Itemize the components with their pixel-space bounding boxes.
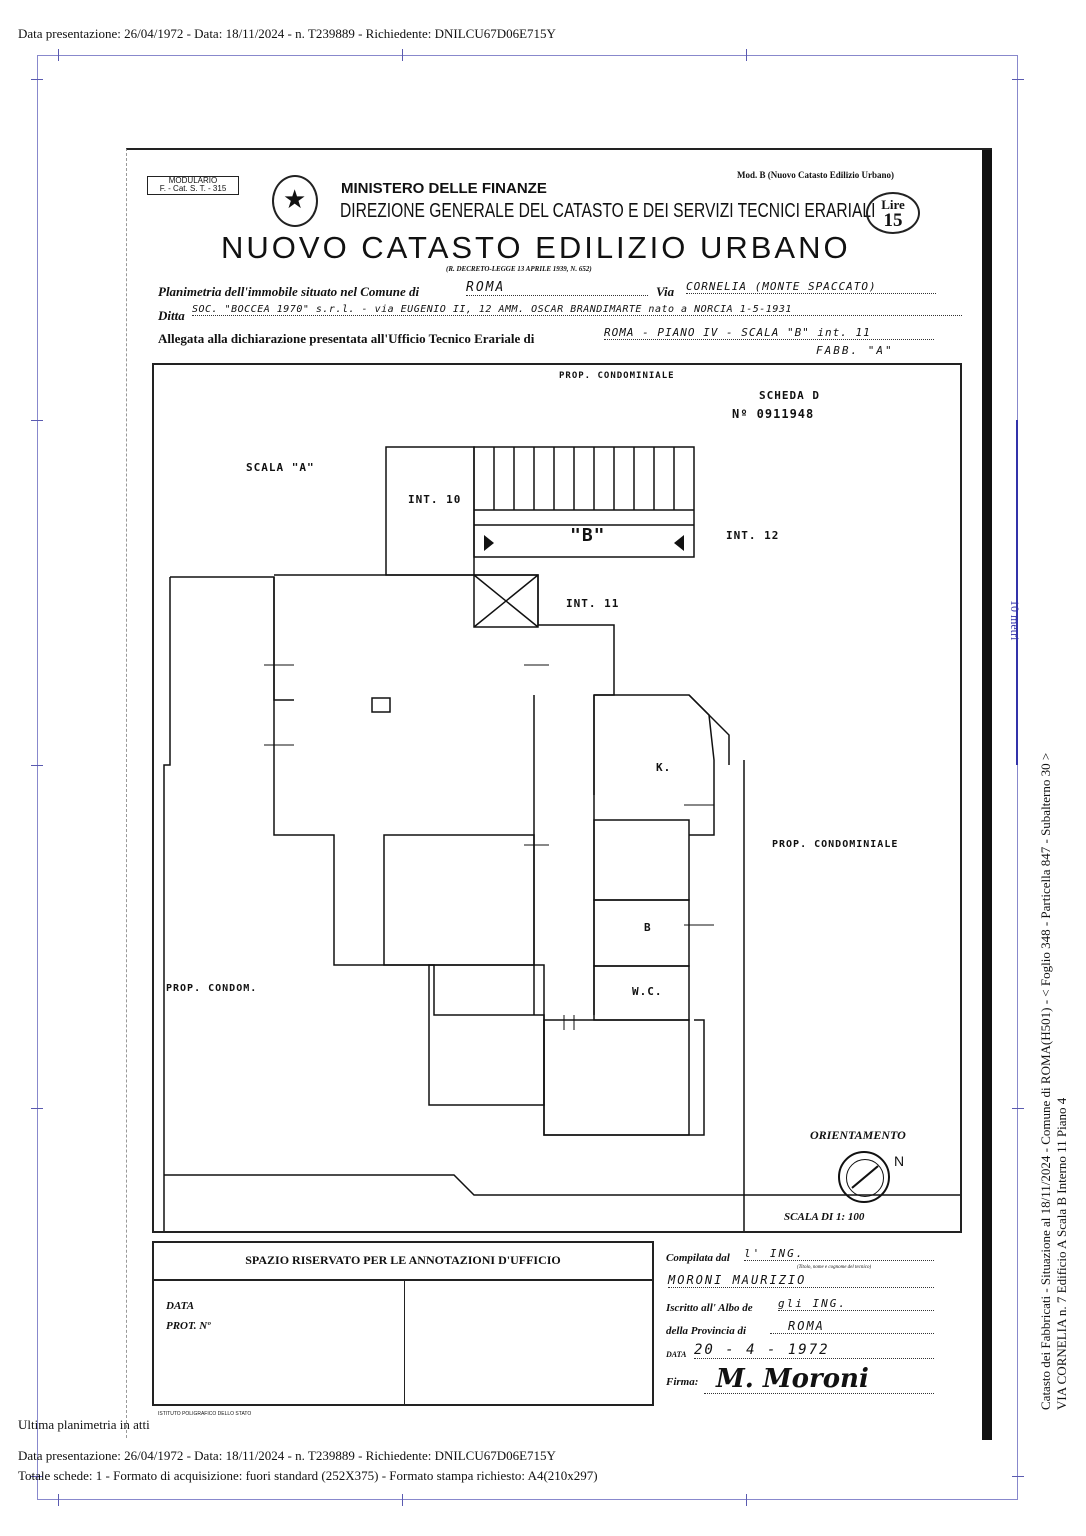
line3-extra: FABB. "A" xyxy=(816,344,894,357)
frame-tick xyxy=(1012,1108,1024,1109)
frame-tick xyxy=(1012,79,1024,80)
line2-value: SOC. "BOCCEA 1970" s.r.l. - via EUGENIO … xyxy=(192,304,962,316)
cadastral-sheet xyxy=(126,148,992,1438)
line3-label: Allegata alla dichiarazione presentata a… xyxy=(158,331,535,346)
prop-condom-label: PROP. CONDOM. xyxy=(166,983,258,994)
compiler-name: MORONI MAURIZIO xyxy=(668,1273,934,1288)
scheda-label: SCHEDA D xyxy=(759,389,820,402)
scale-bar xyxy=(1016,420,1018,765)
side-line2: VIA CORNELIA n. 7 Edificio A Scala B Int… xyxy=(1054,1097,1069,1410)
data-value: 20 - 4 - 1972 xyxy=(694,1342,934,1359)
scale-label: SCALA DI 1: 100 xyxy=(784,1211,865,1223)
lire-label: Lire xyxy=(881,197,905,212)
decree: (R. DECRETO-LEGGE 13 APRILE 1939, N. 652… xyxy=(446,265,592,273)
prop-condominiale-top: PROP. CONDOMINIALE xyxy=(559,371,675,381)
frame-tick xyxy=(58,49,59,61)
lire-value: 15 xyxy=(883,210,903,231)
kitchen-label: K. xyxy=(656,761,672,774)
frame-tick xyxy=(31,420,43,421)
republic-emblem-icon xyxy=(272,175,318,227)
frame-tick xyxy=(402,49,403,61)
int11-label: INT. 11 xyxy=(566,597,620,610)
orientamento-label: ORIENTAMENTO xyxy=(810,1128,906,1142)
scale-bar-label: 10 metri xyxy=(1008,600,1022,641)
scala-b-label: "B" xyxy=(570,525,606,546)
iscritto-label: Iscritto all' Albo de xyxy=(666,1302,753,1314)
data-label: DATA xyxy=(666,1350,687,1359)
sheet-title: NUOVO CATASTO EDILIZIO URBANO xyxy=(221,230,851,265)
ministry: MINISTERO DELLE FINANZE xyxy=(341,180,547,197)
header-line: Data presentazione: 26/04/1972 - Data: 1… xyxy=(18,26,556,41)
prop-condominiale-right: PROP. CONDOMINIALE xyxy=(772,839,899,850)
modulario-stamp: MODULARIO F. - Cat. S. T. - 315 xyxy=(147,176,239,195)
annotations-prot: PROT. Nº xyxy=(166,1320,211,1332)
frame-tick xyxy=(746,1494,747,1506)
compilata-note: (Titolo, nome e cognome del tecnico) xyxy=(797,1265,872,1270)
sheet-edge xyxy=(982,150,992,1440)
frame-tick xyxy=(31,1476,43,1477)
frame-tick xyxy=(1012,1476,1024,1477)
firma-label: Firma: xyxy=(666,1376,699,1388)
annotations-data: DATA xyxy=(166,1300,195,1312)
int10-label: INT. 10 xyxy=(408,493,462,506)
floor-plan-drawing xyxy=(163,446,960,1231)
direction: DIREZIONE GENERALE DEL CATASTO E DEI SER… xyxy=(340,200,876,222)
scala-a-label: SCALA "A" xyxy=(246,461,315,474)
side-line1: Catasto dei Fabbricati - Situazione al 1… xyxy=(1038,752,1053,1410)
scheda-number: Nº 0911948 xyxy=(732,407,815,421)
floor-plan: PROP. CONDOMINIALE SCHEDA D Nº 0911948 S… xyxy=(152,363,962,1233)
line2-label: Ditta xyxy=(158,308,185,323)
frame-tick xyxy=(746,49,747,61)
line1-comune: ROMA xyxy=(466,280,648,296)
frame-tick xyxy=(31,765,43,766)
footer-line1: Data presentazione: 26/04/1972 - Data: 1… xyxy=(18,1448,556,1463)
printer-label: ISTITUTO POLIGRAFICO DELLO STATO xyxy=(158,1411,252,1417)
compass-icon xyxy=(838,1151,890,1203)
line1-via-label: Via xyxy=(656,284,675,299)
line3-value: ROMA - PIANO IV - SCALA "B" int. 11 xyxy=(604,326,934,340)
frame-tick xyxy=(402,1494,403,1506)
mod-b-label: Mod. B (Nuovo Catasto Edilizio Urbano) xyxy=(737,170,895,180)
footer-line2: Totale schede: 1 - Formato di acquisizio… xyxy=(18,1468,598,1483)
lire-stamp: Lire 15 xyxy=(866,192,920,234)
compilata-value: l' ING. xyxy=(744,1247,934,1261)
provincia-label: della Provincia di xyxy=(666,1325,747,1337)
frame-tick xyxy=(31,79,43,80)
signature: M. Moroni xyxy=(704,1366,934,1394)
footer-ultima: Ultima planimetria in atti xyxy=(18,1417,150,1432)
modulario-label: MODULARIO xyxy=(168,176,218,185)
iscritto-value: gli ING. xyxy=(778,1297,934,1311)
provincia-value: ROMA xyxy=(770,1319,934,1334)
wc-label: W.C. xyxy=(632,985,663,998)
int12-label: INT. 12 xyxy=(726,529,780,542)
line1-label: Planimetria dell'immobile situato nel Co… xyxy=(158,284,420,299)
modulario-code: F. - Cat. S. T. - 315 xyxy=(159,184,227,193)
frame-tick xyxy=(58,1494,59,1506)
frame-tick xyxy=(31,1108,43,1109)
compilata-label: Compilata dal xyxy=(666,1252,730,1264)
page-frame xyxy=(37,55,1018,1500)
annotations-title: SPAZIO RISERVATO PER LE ANNOTAZIONI D'UF… xyxy=(245,1253,561,1267)
north-label: N xyxy=(894,1153,905,1169)
bath-label: B xyxy=(644,921,652,934)
annotations-box: SPAZIO RISERVATO PER LE ANNOTAZIONI D'UF… xyxy=(152,1241,654,1406)
line1-via: CORNELIA (MONTE SPACCATO) xyxy=(686,280,936,294)
